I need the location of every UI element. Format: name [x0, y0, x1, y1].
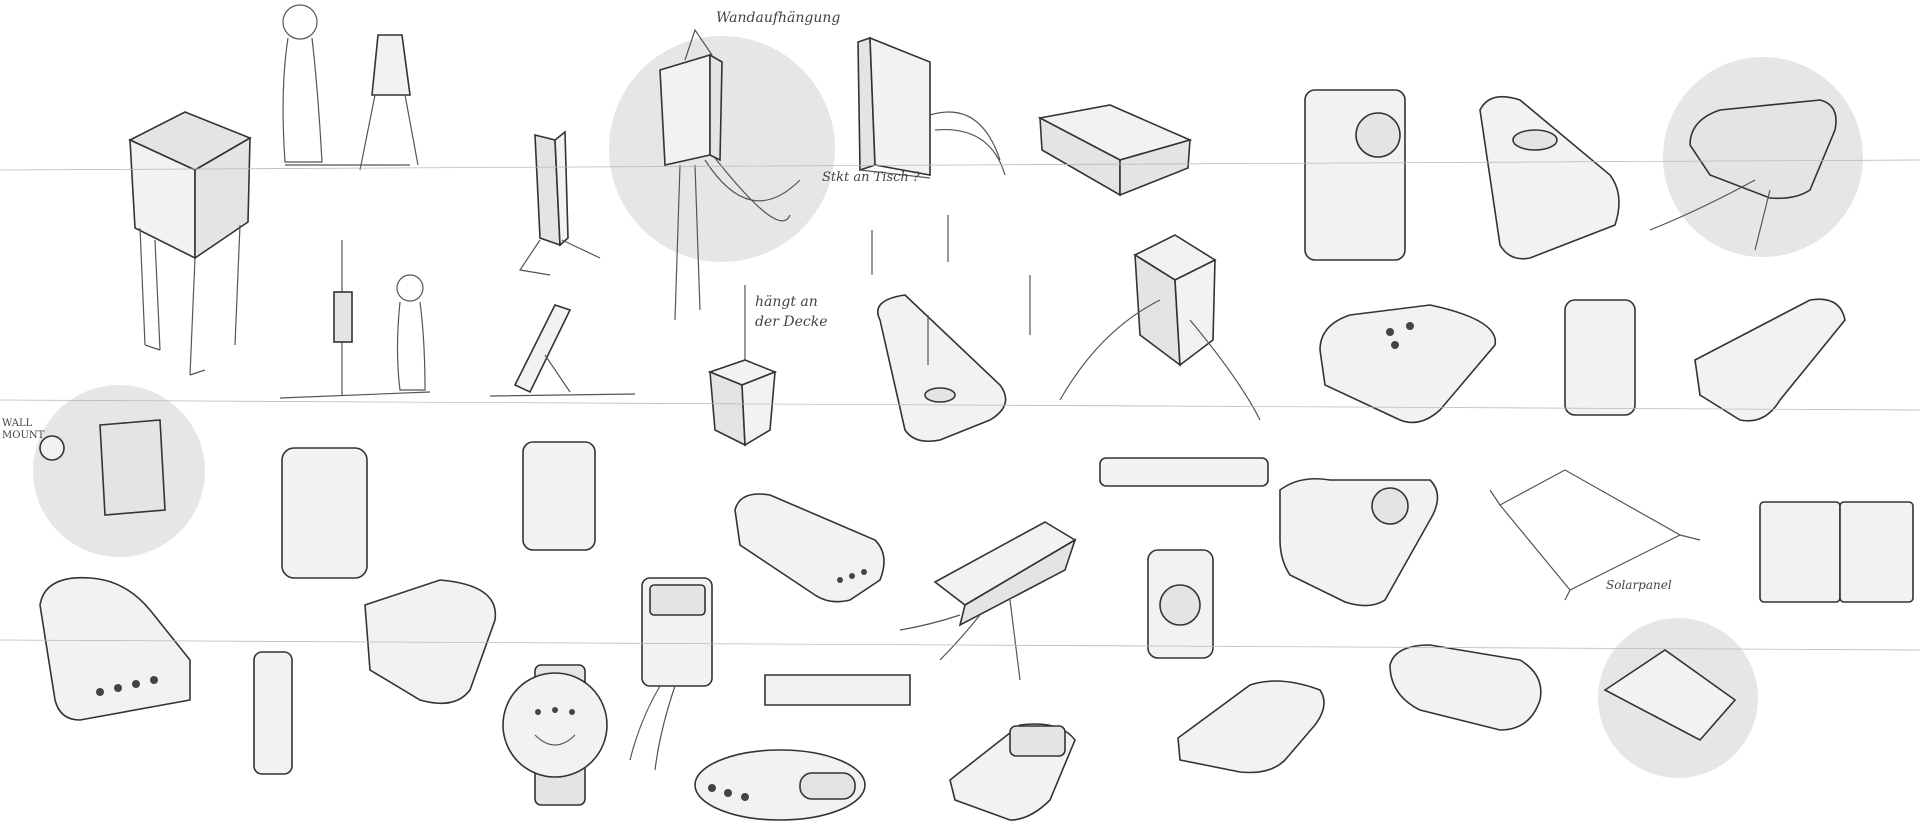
sketch-three-hole-box — [1319, 304, 1497, 424]
sketch-dial-device — [1304, 89, 1406, 261]
sketch-leaning-panel — [489, 304, 636, 397]
sketch-tag-device — [629, 577, 713, 771]
sketch-long-device — [1694, 298, 1846, 422]
note-ceiling: hängt an der Decke — [755, 294, 828, 330]
note-table-stand: Stkt an Tisch ? — [822, 170, 920, 185]
sketch-wall-mount — [39, 419, 166, 516]
sketch-framed-panel — [522, 441, 596, 551]
note-wall-hanging: Wandaufhängung — [716, 10, 841, 26]
note-solar: Solarpanel — [1606, 578, 1672, 592]
sketch-oval-device — [694, 749, 866, 821]
sketch-hanging-cube — [707, 285, 778, 447]
sketch-highlighted-device — [1649, 99, 1837, 251]
sketch-cube-cables — [1059, 234, 1261, 421]
sketch-wall-hanging — [659, 28, 801, 321]
sketch-solar-tile — [1603, 649, 1737, 742]
sketch-flat-box — [1037, 104, 1193, 197]
sketch-rounded-box — [364, 579, 497, 705]
sketch-person-lamp — [282, 4, 419, 171]
sketch-octagon-tray — [281, 447, 368, 579]
sketch-dome-device — [39, 576, 191, 721]
sketch-round-face — [502, 664, 608, 806]
sketch-flat-bar — [764, 674, 911, 706]
sketch-tray — [871, 215, 1031, 443]
sketch-book-panel — [1759, 501, 1914, 603]
sketch-hanging-plate — [899, 521, 1077, 681]
sketch-speaker-device — [1279, 477, 1439, 607]
sketch-ceiling-pole — [279, 240, 431, 399]
sketch-solar-panel — [1489, 469, 1701, 601]
sketch-cube-stand — [128, 111, 252, 376]
sketch-rounded-pad — [1389, 644, 1542, 731]
sketch-square-lid — [949, 723, 1076, 821]
sketch-button-device — [1479, 95, 1620, 260]
sketch-flat-pad — [1177, 680, 1325, 774]
sketch-easel-device — [518, 130, 601, 276]
sketch-pebble-device — [734, 493, 885, 603]
note-wall-mount-line2: MOUNT — [2, 430, 45, 441]
sketch-upright-panel — [857, 36, 1006, 179]
sketch-grille-card — [1147, 549, 1214, 659]
note-wall-mount-line1: WALL — [2, 418, 33, 429]
sketch-slim-device — [253, 651, 293, 775]
sketch-tray-small — [1564, 299, 1636, 416]
sketch-bar — [1099, 457, 1269, 487]
